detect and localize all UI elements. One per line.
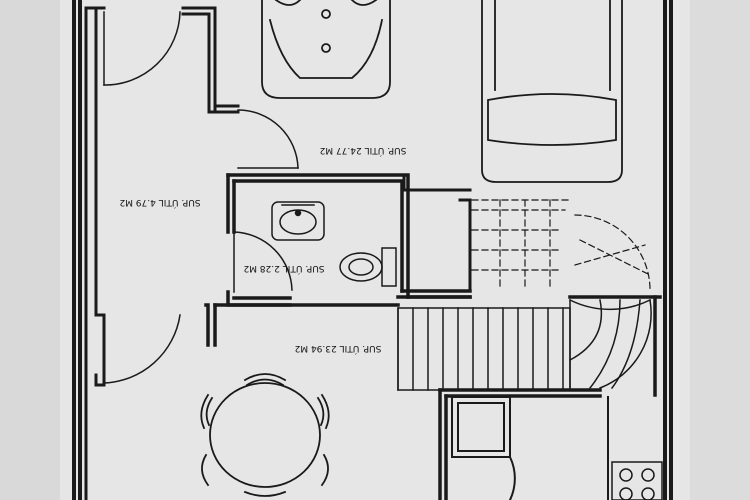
bathroom-door	[233, 231, 293, 293]
garage-door	[237, 109, 299, 169]
paper-shadow-left	[0, 0, 60, 500]
sink-icon	[271, 201, 325, 241]
stove-icon	[611, 461, 663, 500]
paper-shadow-right	[690, 0, 750, 500]
kitchen-counter	[451, 396, 609, 500]
label-garage: SUP. ÚTIL 24.77 M2	[320, 145, 407, 157]
hall-door-top	[103, 11, 181, 86]
car-icon	[261, 0, 391, 99]
toilet-icon	[339, 247, 397, 287]
garage-walls	[402, 173, 472, 292]
dining-table-icon	[200, 373, 330, 497]
label-hall: SUP. ÚTIL 4.79 M2	[119, 197, 200, 209]
car-icon-2	[481, 0, 623, 183]
label-living: SUP. ÚTIL 23.94 M2	[295, 343, 382, 355]
room-labels: SUP. ÚTIL 24.77 M2 SUP. ÚTIL 4.79 M2 SUP…	[119, 145, 406, 355]
staircase	[397, 298, 652, 391]
exterior-walls	[72, 0, 673, 500]
hall-door-bottom	[103, 314, 181, 384]
label-bath: SUP. ÚTIL 2.28 M2	[243, 263, 324, 275]
hall-walls	[84, 6, 240, 500]
stairs-upper-dashed	[471, 199, 651, 291]
